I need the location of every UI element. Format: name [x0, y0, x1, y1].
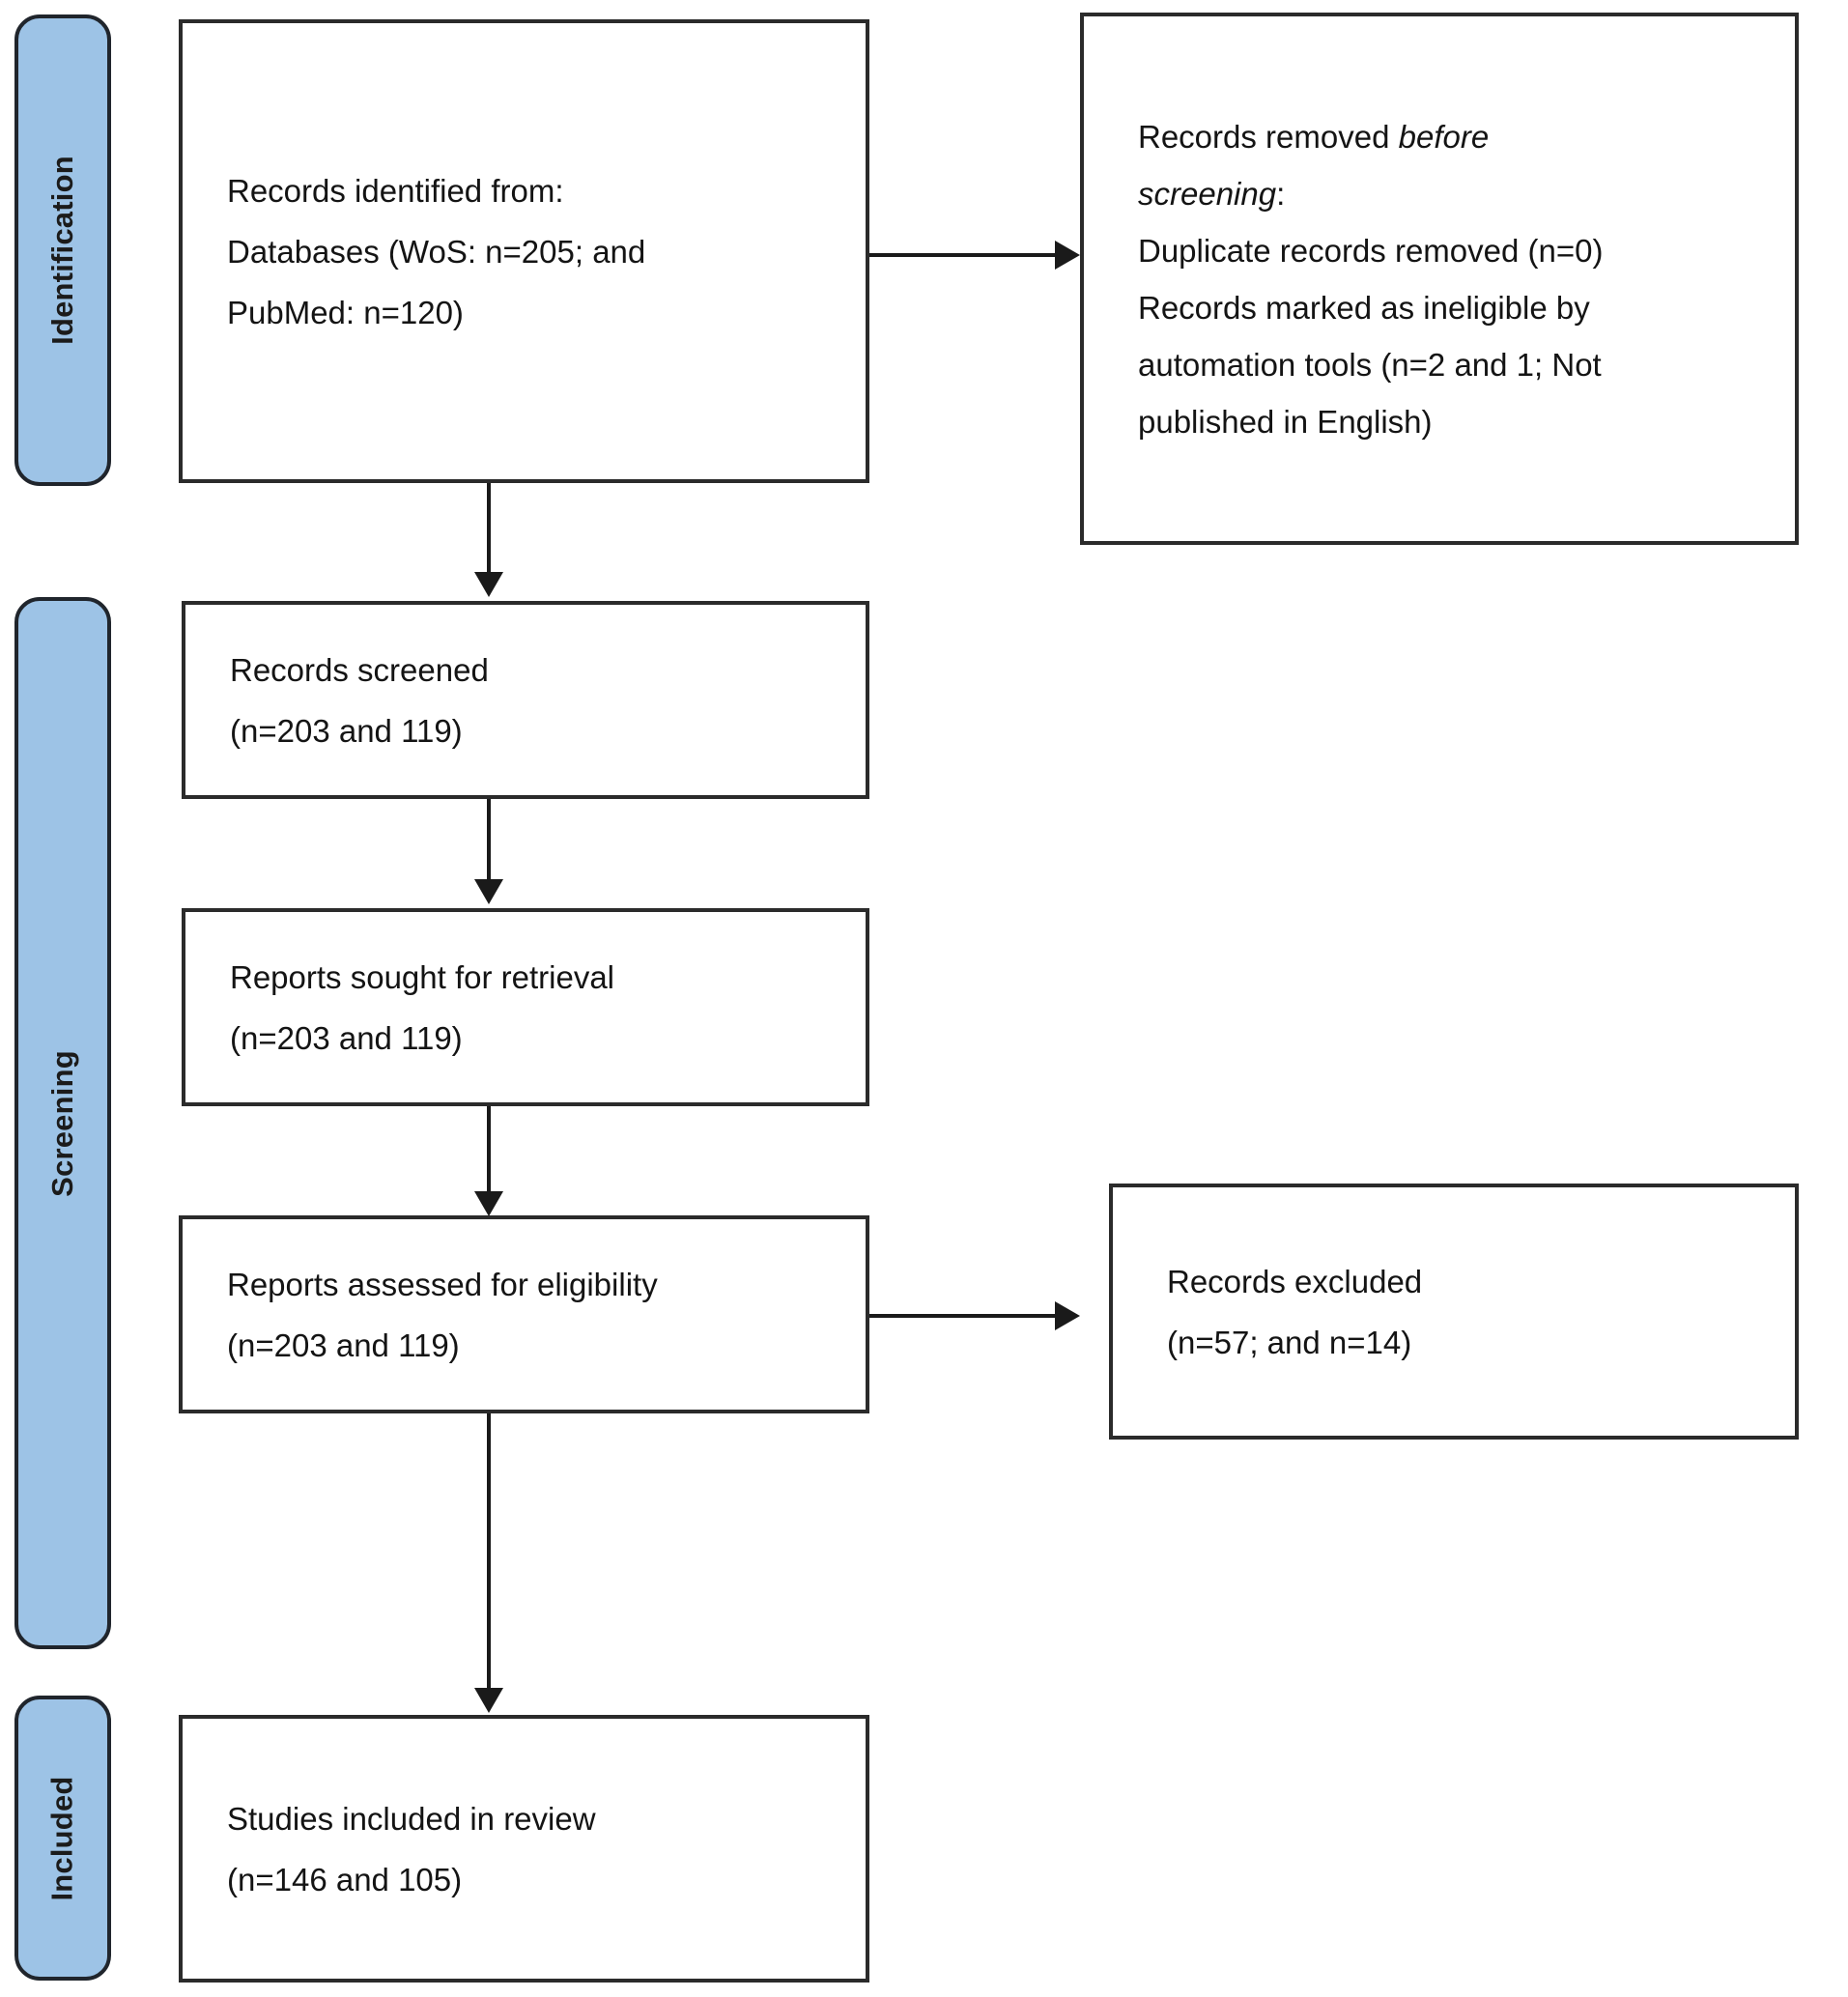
box-records-identified: Records identified from: Databases (WoS:… — [179, 19, 869, 483]
arrow-identified-to-screened — [474, 572, 503, 597]
records-identified-line-3: PubMed: n=120) — [227, 294, 464, 330]
arrow-assessed-to-excluded — [1055, 1301, 1080, 1330]
arrow-screened-to-sought — [474, 879, 503, 904]
records-removed-line-1: Records removed before — [1138, 121, 1741, 153]
records-removed-line-2-italic: screening — [1138, 175, 1277, 212]
connector-screened-to-sought — [487, 799, 491, 883]
records-screened-line-1: Records screened — [230, 651, 489, 688]
reports-assessed-line-2: (n=203 and 119) — [227, 1327, 460, 1363]
arrow-assessed-to-included — [474, 1688, 503, 1713]
connector-identified-to-removed — [869, 253, 1061, 257]
records-screened-line-2: (n=203 and 119) — [230, 712, 463, 749]
reports-sought-line-2: (n=203 and 119) — [230, 1019, 463, 1056]
stage-label-included: Included — [45, 1775, 79, 1901]
records-excluded-line-2: (n=57; and n=14) — [1167, 1324, 1412, 1360]
records-removed-line-2: screening: — [1138, 178, 1741, 210]
stage-bar-screening: Screening — [14, 597, 111, 1649]
box-records-removed: Records removed before screening: Duplic… — [1080, 13, 1799, 545]
records-removed-line-3: Duplicate records removed (n=0) — [1138, 232, 1604, 269]
stage-label-screening: Screening — [45, 1049, 79, 1197]
box-records-screened: Records screened (n=203 and 119) — [182, 601, 869, 799]
reports-sought-line-1: Reports sought for retrieval — [230, 958, 615, 995]
records-removed-line-2-colon: : — [1276, 175, 1286, 212]
records-removed-line-4: Records marked as ineligible by — [1138, 289, 1590, 326]
arrow-sought-to-assessed — [474, 1191, 503, 1216]
records-identified-line-1: Records identified from: — [227, 172, 564, 209]
connector-assessed-to-excluded — [869, 1314, 1061, 1318]
records-removed-line-1-italic: before — [1398, 118, 1490, 155]
records-removed-line-6: published in English) — [1138, 403, 1433, 440]
connector-assessed-to-included — [487, 1413, 491, 1692]
stage-label-identification: Identification — [45, 156, 79, 345]
connector-sought-to-assessed — [487, 1106, 491, 1195]
records-identified-line-2: Databases (WoS: n=205; and — [227, 233, 646, 270]
box-records-excluded: Records excluded (n=57; and n=14) — [1109, 1184, 1799, 1440]
arrow-identified-to-removed — [1055, 241, 1080, 270]
records-removed-line-5: automation tools (n=2 and 1; Not — [1138, 346, 1602, 383]
studies-included-line-1: Studies included in review — [227, 1800, 596, 1837]
connector-identified-to-screened — [487, 483, 491, 576]
stage-bar-identification: Identification — [14, 14, 111, 486]
box-reports-sought: Reports sought for retrieval (n=203 and … — [182, 908, 869, 1106]
records-removed-line-1-plain: Records removed — [1138, 118, 1399, 155]
studies-included-line-2: (n=146 and 105) — [227, 1861, 463, 1897]
reports-assessed-line-1: Reports assessed for eligibility — [227, 1266, 658, 1302]
records-excluded-line-1: Records excluded — [1167, 1263, 1423, 1299]
stage-bar-included: Included — [14, 1696, 111, 1981]
box-studies-included: Studies included in review (n=146 and 10… — [179, 1715, 869, 1983]
box-reports-assessed: Reports assessed for eligibility (n=203 … — [179, 1215, 869, 1413]
